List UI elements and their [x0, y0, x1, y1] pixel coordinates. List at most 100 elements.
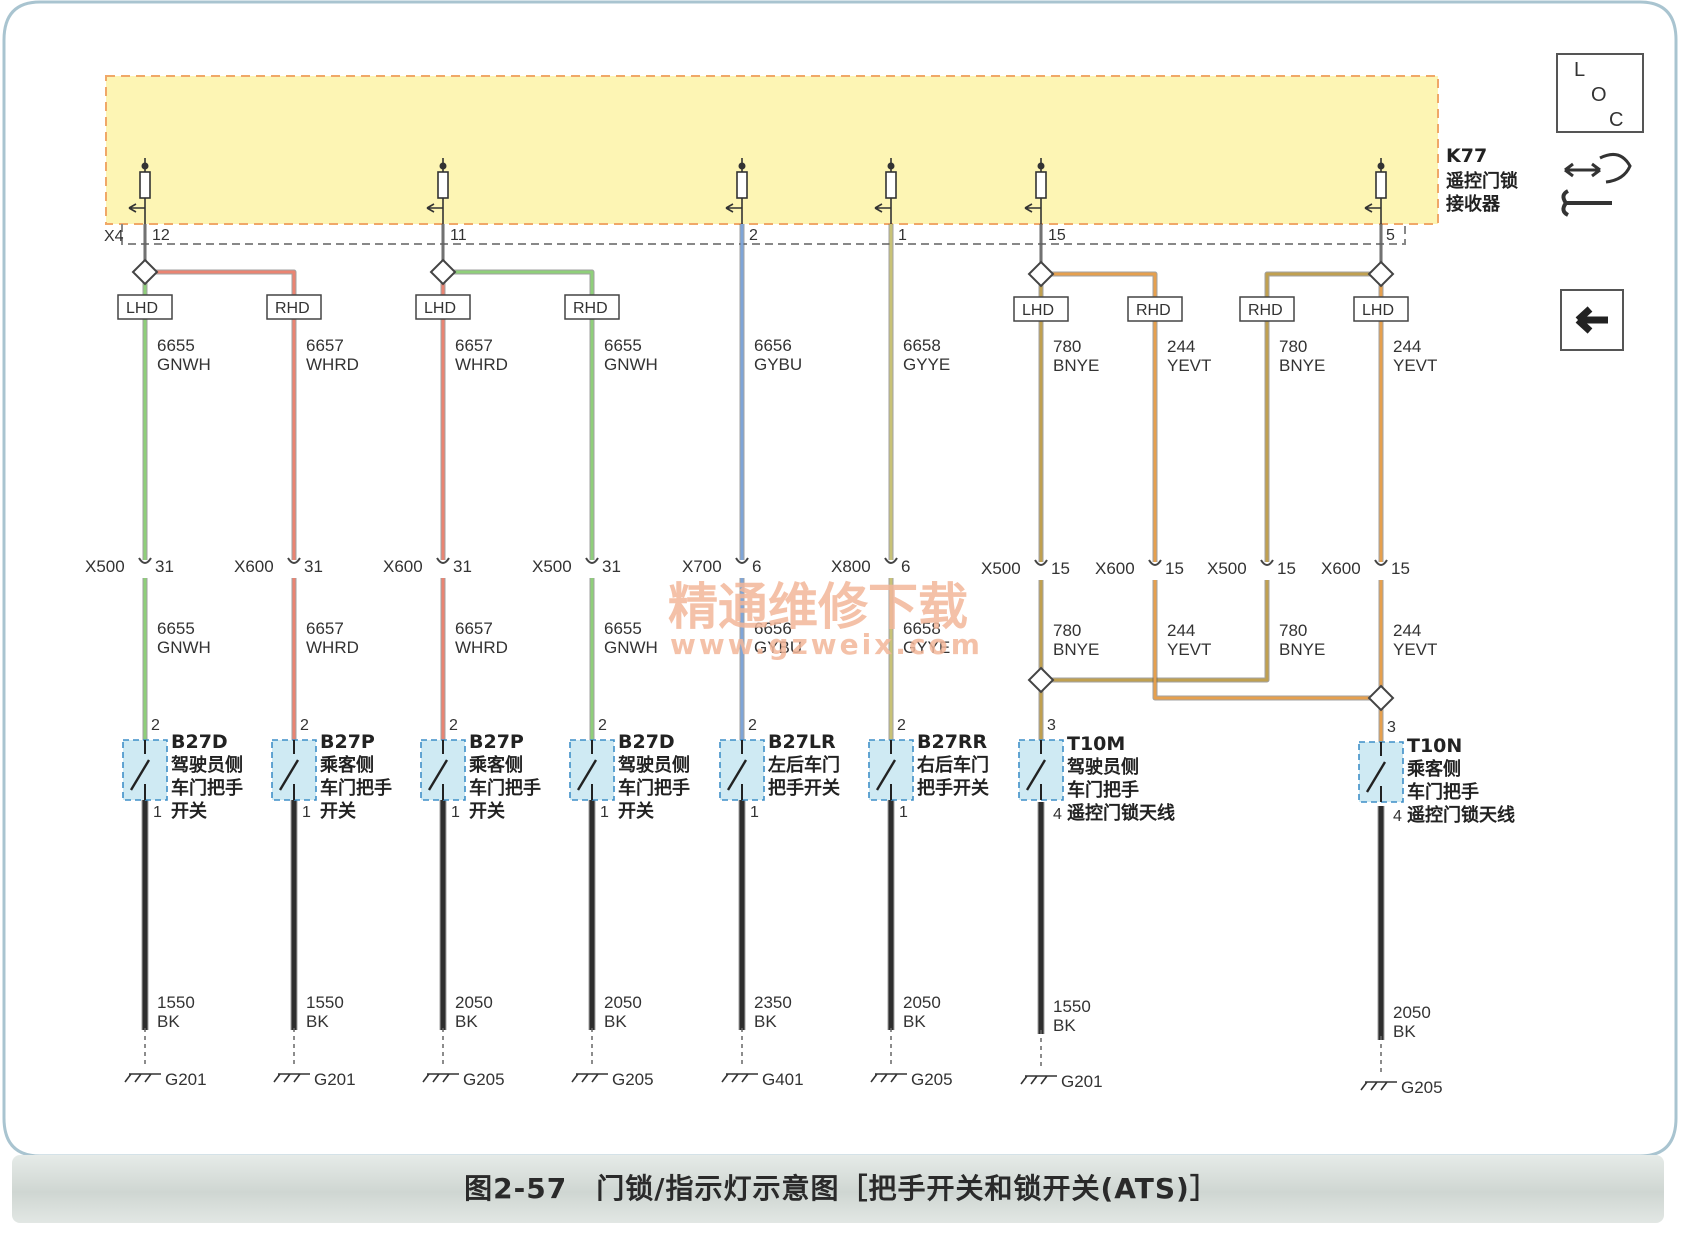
wire-color-mid-7: YEVT	[1167, 640, 1211, 659]
circuit-mid-3: 6655	[604, 619, 642, 638]
module-pin-4-arrow	[1024, 203, 1041, 213]
circuit-mid-9: 244	[1393, 621, 1421, 640]
wire-color-top-5: GYYE	[903, 355, 950, 374]
component-pin-bot-9: 4	[1393, 808, 1402, 825]
wires	[141, 224, 1385, 1040]
wire-6655-b	[443, 270, 594, 560]
ground-wire-5: BK	[903, 1012, 926, 1031]
module-pins	[128, 158, 1387, 224]
component-pin-top-4: 2	[748, 717, 757, 734]
component-desc1-9: 乘客侧	[1406, 758, 1461, 780]
tag-rhd-3-box	[1127, 296, 1183, 322]
component-desc2-3: 车门把手	[618, 777, 690, 799]
wire-color-top-1: WHRD	[306, 355, 359, 374]
wire-color-top-6: BNYE	[1053, 356, 1099, 375]
wire-color-mid-2: WHRD	[455, 638, 508, 657]
wire-244-a	[1041, 272, 1157, 562]
inline-connector-label-2: X600	[383, 557, 423, 576]
component-pin-top-0: 2	[151, 717, 160, 734]
inline-connector-label-5: X800	[831, 557, 871, 576]
ground-circuit-5: 2050	[903, 993, 941, 1012]
component-pin-top-9: 3	[1387, 719, 1396, 736]
component-desc2-9: 车门把手	[1407, 781, 1479, 803]
inline-connector-label-4: X700	[682, 557, 722, 576]
switch-B27D-0-contact	[129, 759, 151, 791]
back-arrow-button[interactable]	[1560, 289, 1624, 351]
circuit-mid-8: 780	[1279, 621, 1307, 640]
component-desc3-2: 开关	[469, 800, 505, 822]
wire-color-mid-4: GYBU	[754, 638, 802, 657]
module-pin-1-dot	[439, 162, 447, 170]
ground-3-label: G205	[612, 1070, 654, 1089]
x4-connector-outline	[121, 224, 1406, 245]
component-desc1-5: 右后车门	[917, 754, 989, 776]
circuit-top-1: 6657	[306, 336, 344, 355]
component-desc2-2: 车门把手	[469, 777, 541, 799]
inline-connector-label-1: X600	[234, 557, 274, 576]
component-pin-bot-5: 1	[899, 804, 908, 821]
component-desc3-0: 开关	[171, 800, 207, 822]
module-name-line1: 遥控门锁	[1446, 170, 1518, 192]
tag-rhd-1: RHD	[275, 300, 310, 317]
splice-1041	[1027, 260, 1055, 288]
component-pin-bot-0: 1	[153, 804, 162, 821]
module-pin-0-arrow	[128, 203, 145, 213]
component-desc3-3: 开关	[618, 800, 654, 822]
watermark-line1: 精通维修下载	[668, 577, 968, 636]
circuit-mid-5: 6658	[903, 619, 941, 638]
switch-B27RR-5-contact	[875, 759, 897, 791]
component-id-1: B27P	[320, 731, 375, 753]
circuit-top-4: 6656	[754, 336, 792, 355]
tag-rhd-2: RHD	[573, 300, 608, 317]
inline-pin-5: 6	[901, 557, 910, 576]
tag-rhd-3: RHD	[1136, 302, 1171, 319]
ground-wire-6: BK	[1053, 1016, 1076, 1035]
wire-color-mid-6: BNYE	[1053, 640, 1099, 659]
module-pin-0-dot	[141, 162, 149, 170]
wire-color-top-8: BNYE	[1279, 356, 1325, 375]
loc-icon: L O C	[1556, 53, 1644, 133]
component-id-6: T10M	[1067, 733, 1125, 755]
component-id-2: B27P	[469, 731, 524, 753]
inline-connector-6	[1034, 559, 1048, 566]
switch-B27D-3-contact	[576, 759, 598, 791]
component-desc1-6: 驾驶员侧	[1067, 756, 1139, 778]
ground-0-symbol	[124, 1073, 161, 1083]
component-id-5: B27RR	[917, 731, 988, 753]
wire-780-b	[1265, 272, 1381, 562]
circuit-top-7: 244	[1167, 337, 1195, 356]
inline-connector-label-3: X500	[532, 557, 572, 576]
module-pin-4-dot	[1037, 162, 1045, 170]
ground-wire-3: BK	[604, 1012, 627, 1031]
tag-lhd-1: LHD	[126, 300, 158, 317]
inline-pin-6: 15	[1051, 559, 1070, 578]
splice-244-low	[1367, 684, 1395, 712]
wire-color-mid-8: BNYE	[1279, 640, 1325, 659]
caption-bar	[12, 1155, 1664, 1223]
ground-4-label: G401	[762, 1070, 804, 1089]
component-id-0: B27D	[171, 731, 228, 753]
ground-wire-2: BK	[455, 1012, 478, 1031]
module-pin-5-arrow	[1364, 203, 1381, 213]
component-pin-bot-1: 1	[302, 804, 311, 821]
component-desc2-6: 车门把手	[1067, 779, 1139, 801]
inline-connector-9	[1374, 559, 1388, 566]
module-pin-2-dot	[738, 162, 746, 170]
circuit-mid-1: 6657	[306, 619, 344, 638]
component-desc1-2: 乘客侧	[468, 754, 523, 776]
splice-443	[429, 258, 457, 286]
tag-lhd-2: LHD	[424, 300, 456, 317]
circuit-top-0: 6655	[157, 336, 195, 355]
ground-1-label: G201	[314, 1070, 356, 1089]
door-lock-icon	[1564, 152, 1632, 184]
wire-244-join	[1153, 580, 1381, 700]
component-desc3-1: 开关	[320, 800, 356, 822]
inline-connector-label-6: X500	[981, 559, 1021, 578]
ground-circuit-4: 2350	[754, 993, 792, 1012]
module-pin-number-0: 12	[152, 227, 170, 244]
wire-color-mid-3: GNWH	[604, 638, 658, 657]
wire-color-top-9: YEVT	[1393, 356, 1437, 375]
component-desc1-4: 左后车门	[768, 754, 840, 776]
